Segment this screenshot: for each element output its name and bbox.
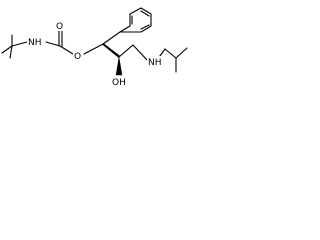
hydroxyl-label: OH (112, 78, 126, 88)
benzene-inner-double-3 (140, 24, 150, 30)
tert-butyl-group (1, 34, 28, 59)
bond-ch2-to-ch (164, 48, 177, 59)
benzene-ring-outline (119, 7, 152, 33)
backbone (83, 31, 148, 61)
nh-carbamate-label: NH (28, 38, 42, 48)
bond-ch2-benzyl (102, 31, 121, 45)
benzene-inner-double-2 (140, 10, 150, 17)
bond-ester-o-to-c2 (83, 43, 104, 55)
carbonyl-oxygen-label: O (56, 22, 63, 32)
bond-tbu-methyl-left (1, 45, 13, 54)
bond-ch2-to-nh (132, 44, 148, 61)
bond-c1-to-ch2-amine (118, 44, 134, 58)
atom-labels: NH O O OH NH (27, 20, 165, 88)
nh-amine-label: NH (148, 58, 162, 68)
benzene-ring (119, 7, 152, 33)
carbamate-group (45, 29, 74, 55)
bond-ch-to-methyl-up (175, 47, 188, 59)
ester-oxygen-label: O (74, 52, 81, 62)
bond-nh-to-carbonyl-carbon (45, 41, 61, 47)
bond-tbu-methyl-bottom (9, 45, 13, 59)
chemical-structure-diagram: NH O O OH NH (1, 7, 188, 88)
bond-carbonyl-to-ester-o (59, 45, 74, 55)
stereo-wedge-c1-oh (115, 56, 123, 76)
stereo-wedge-c2-c1 (102, 42, 121, 59)
bond-tbu-to-nh (11, 41, 28, 47)
